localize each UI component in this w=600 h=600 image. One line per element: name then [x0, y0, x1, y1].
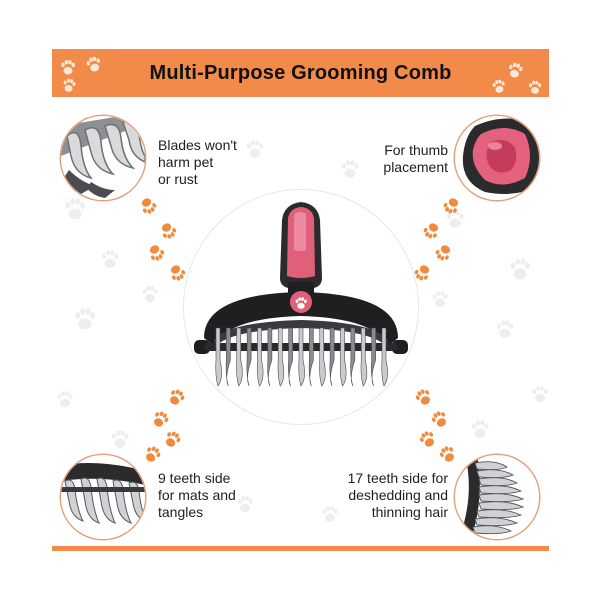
thumb-rest-closeup-image	[455, 116, 539, 200]
callout-nine-teeth-line-1: 9 teeth side	[158, 470, 231, 486]
callout-nine-teeth-line-3: tangles	[158, 504, 204, 520]
blade-closeup-image	[61, 116, 145, 200]
callout-thumb-line-1: For thumb	[384, 142, 448, 158]
callout-blades-line-1: Blades won't	[158, 137, 237, 153]
paw-trail-top-right	[412, 195, 462, 283]
bottom-divider-bar	[52, 546, 549, 551]
main-product-circle	[183, 189, 419, 425]
comb-tooth	[215, 327, 222, 387]
paw-trail-top-left	[138, 195, 188, 284]
comb-tooth	[267, 327, 273, 387]
callout-nine-teeth-line-2: for mats and	[158, 487, 236, 503]
callout-blades-line-3: or rust	[158, 171, 198, 187]
title-banner: Multi-Purpose Grooming Comb	[52, 49, 549, 97]
comb-tooth	[350, 327, 356, 387]
grooming-comb-image	[194, 202, 408, 387]
comb-tooth	[381, 327, 388, 387]
comb-tooth	[371, 327, 376, 387]
paw-trail-bottom-right	[413, 386, 458, 465]
callout-nine-teeth: 9 teeth side for mats and tangles	[158, 470, 236, 521]
callout-thumb-placement: For thumb placement	[343, 142, 448, 176]
callout-seventeen-teeth-line-2: deshedding and	[348, 487, 448, 503]
comb-tooth	[246, 327, 252, 387]
comb-teeth	[215, 327, 388, 387]
seventeen-teeth-closeup-image	[455, 455, 539, 539]
comb-tooth	[360, 327, 368, 387]
page-title: Multi-Purpose Grooming Comb	[149, 61, 452, 84]
callout-blades-line-2: harm pet	[158, 154, 214, 170]
comb-tooth	[277, 327, 285, 387]
comb-tooth	[298, 327, 305, 387]
comb-tooth	[339, 327, 347, 387]
paw-trail-bottom-left	[142, 387, 187, 465]
callout-seventeen-teeth-line-1: 17 teeth side for	[347, 470, 448, 486]
nine-teeth-closeup-image	[61, 455, 145, 539]
comb-tooth	[256, 327, 264, 387]
callout-blades: Blades won't harm pet or rust	[158, 137, 237, 188]
callout-seventeen-teeth: 17 teeth side for deshedding and thinnin…	[330, 470, 448, 521]
comb-tooth	[225, 327, 231, 387]
callout-thumb-line-2: placement	[383, 159, 448, 175]
comb-tooth	[319, 327, 326, 387]
comb-tooth	[288, 327, 293, 387]
callout-seventeen-teeth-line-3: thinning hair	[371, 504, 448, 520]
comb-tooth	[329, 327, 335, 387]
comb-tooth	[308, 327, 314, 387]
comb-tooth	[236, 327, 243, 387]
